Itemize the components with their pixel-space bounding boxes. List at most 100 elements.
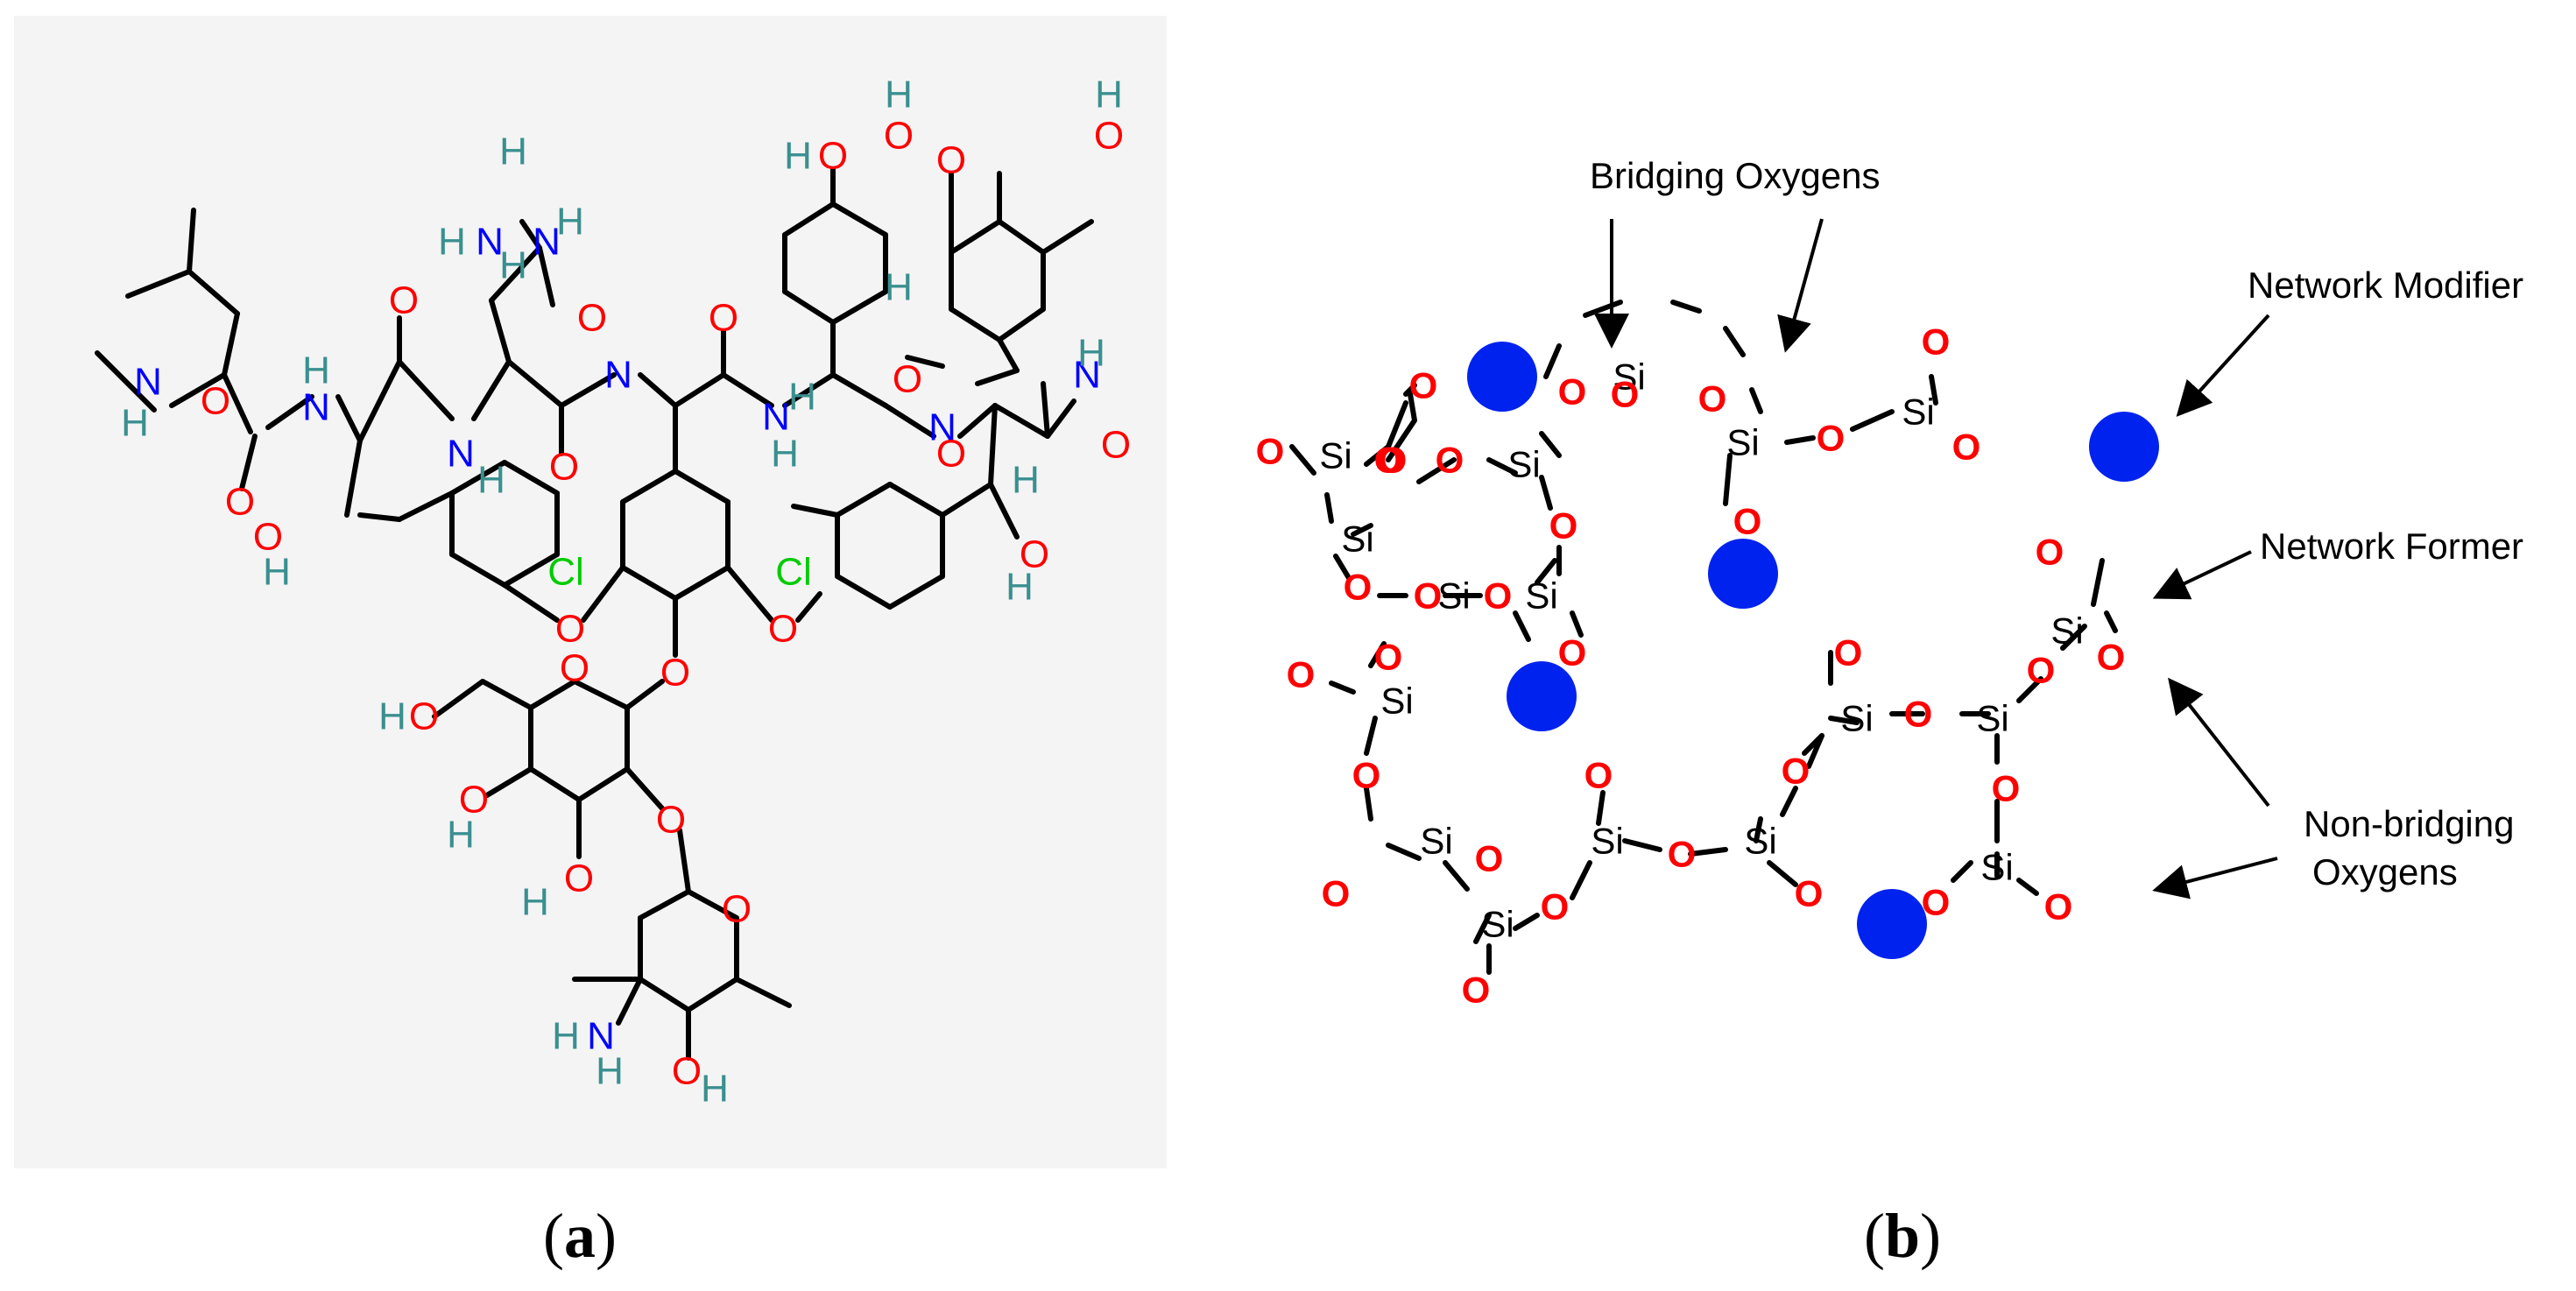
atom-h: H bbox=[1006, 566, 1034, 609]
o-atom: O bbox=[1256, 431, 1285, 472]
si-atom: Si bbox=[1726, 422, 1759, 463]
o-atom: O bbox=[1558, 632, 1587, 674]
modifier-cation bbox=[1507, 661, 1577, 731]
o-atom: O bbox=[1379, 440, 1408, 481]
atom-h: H bbox=[521, 881, 549, 924]
atom-o: O bbox=[656, 799, 686, 842]
atom-h: H bbox=[556, 201, 584, 243]
o-atom: O bbox=[1409, 365, 1438, 406]
si-atom: Si bbox=[1507, 444, 1540, 485]
atom-o: O bbox=[672, 1050, 702, 1093]
silicate-network-diagram: Si Si Si Si Si Si Si Si Si Si Si Si Si S… bbox=[1256, 155, 2523, 1011]
atom-n: N bbox=[134, 361, 162, 404]
atom-o: O bbox=[1101, 424, 1131, 467]
atom-n: N bbox=[302, 386, 330, 429]
si-atom: Si bbox=[1840, 698, 1873, 739]
o-atom: O bbox=[1475, 838, 1504, 879]
arrow-nonbridging-1 bbox=[2168, 677, 2270, 808]
o-atom: O bbox=[1558, 371, 1587, 413]
atom-n: N bbox=[447, 433, 475, 476]
o-atom: O bbox=[1374, 637, 1403, 678]
atom-h: H bbox=[1077, 332, 1105, 375]
atom-o: O bbox=[560, 647, 589, 690]
o-atom: O bbox=[1817, 418, 1846, 459]
si-atom: Si bbox=[1341, 519, 1373, 560]
o-atom: O bbox=[1374, 440, 1403, 481]
o-atom: O bbox=[1698, 378, 1727, 420]
si-atom: Si bbox=[1481, 904, 1514, 945]
atom-cl-right: Cl bbox=[775, 551, 812, 594]
o-atom: O bbox=[1952, 427, 1981, 468]
atom-o: O bbox=[936, 433, 966, 476]
o-atom: O bbox=[1436, 440, 1464, 481]
atom-n: N bbox=[587, 1015, 615, 1058]
o-atom: O bbox=[1462, 970, 1491, 1011]
modifier-cation bbox=[1708, 539, 1778, 609]
atom-o: O bbox=[409, 695, 439, 738]
o-atom: O bbox=[2097, 637, 2126, 678]
atom-o: O bbox=[768, 608, 798, 651]
si-atom: Si bbox=[1319, 435, 1352, 476]
molecule-structure: O O N H H N O N H H N H O O N O N H H N … bbox=[95, 74, 1131, 1111]
si-atom: Si bbox=[1980, 847, 2013, 888]
atom-o: O bbox=[549, 446, 579, 489]
panel-b-silicate-network: Si Si Si Si Si Si Si Si Si Si Si Si Si S… bbox=[1226, 0, 2576, 1060]
label-non-bridging: Non-bridging bbox=[2304, 803, 2514, 844]
atom-h: H bbox=[499, 244, 527, 287]
annotation-arrows bbox=[1594, 218, 2278, 899]
o-atom: O bbox=[1733, 501, 1762, 542]
o-atom: O bbox=[1992, 768, 2021, 809]
label-network-modifier: Network Modifier bbox=[2248, 265, 2523, 306]
atom-h: H bbox=[788, 376, 816, 419]
atom-h: H bbox=[552, 1015, 580, 1058]
o-atom: O bbox=[1322, 873, 1351, 914]
atom-h: H bbox=[499, 131, 527, 173]
arrow-former bbox=[2152, 550, 2252, 600]
atom-h: H bbox=[1012, 459, 1040, 502]
atom-h: H bbox=[885, 74, 913, 116]
caption-b: (b) bbox=[1864, 1201, 1942, 1271]
o-atom: O bbox=[1922, 321, 1951, 363]
arrow-modifier bbox=[2176, 314, 2270, 417]
atom-o: O bbox=[818, 135, 848, 178]
atom-o: O bbox=[201, 380, 230, 423]
o-atom: O bbox=[1484, 575, 1513, 617]
o-atom: O bbox=[1795, 873, 1824, 914]
atom-h: H bbox=[263, 551, 291, 594]
o-atom: O bbox=[1344, 567, 1373, 608]
si-atom: Si bbox=[1525, 575, 1557, 617]
atom-o: O bbox=[389, 279, 419, 322]
atom-h: H bbox=[885, 266, 913, 309]
atom-n: N bbox=[476, 221, 504, 264]
atom-o: O bbox=[253, 516, 283, 559]
atom-o: O bbox=[893, 358, 922, 401]
atom-o: O bbox=[225, 481, 255, 524]
panel-a-molecule: O O N H H N O N H H N H O O N O N H H N … bbox=[14, 16, 1167, 1168]
arrow-nonbridging-2 bbox=[2152, 857, 2278, 899]
si-atom: Si bbox=[1437, 575, 1470, 617]
atom-h: H bbox=[1095, 74, 1123, 116]
atom-o: O bbox=[709, 297, 738, 340]
si-atom: Si bbox=[1420, 821, 1452, 862]
si-atom: Si bbox=[1744, 821, 1776, 862]
atom-o: O bbox=[884, 115, 914, 158]
atom-h: H bbox=[378, 695, 406, 738]
label-bridging-oxygens: Bridging Oxygens bbox=[1590, 155, 1881, 196]
atom-n: N bbox=[533, 221, 561, 264]
atom-n: N bbox=[762, 396, 790, 439]
o-atom: O bbox=[2036, 532, 2064, 573]
si-atoms: Si Si Si Si Si Si Si Si Si Si Si Si Si S… bbox=[1319, 356, 2083, 945]
o-atom: O bbox=[1352, 755, 1381, 796]
atom-n: N bbox=[1073, 354, 1101, 397]
o-atom: O bbox=[1782, 751, 1810, 792]
o-atom: O bbox=[1414, 575, 1443, 617]
o-atom: O bbox=[1611, 374, 1640, 415]
o-atom: O bbox=[1541, 886, 1570, 928]
o-atom: O bbox=[1287, 654, 1316, 695]
atom-n: N bbox=[928, 406, 956, 449]
atom-cl-left: Cl bbox=[547, 551, 584, 594]
caption-a: (a) bbox=[543, 1201, 617, 1271]
atom-o: O bbox=[1094, 115, 1124, 158]
atom-o: O bbox=[459, 779, 489, 822]
modifier-cation bbox=[2089, 412, 2159, 482]
